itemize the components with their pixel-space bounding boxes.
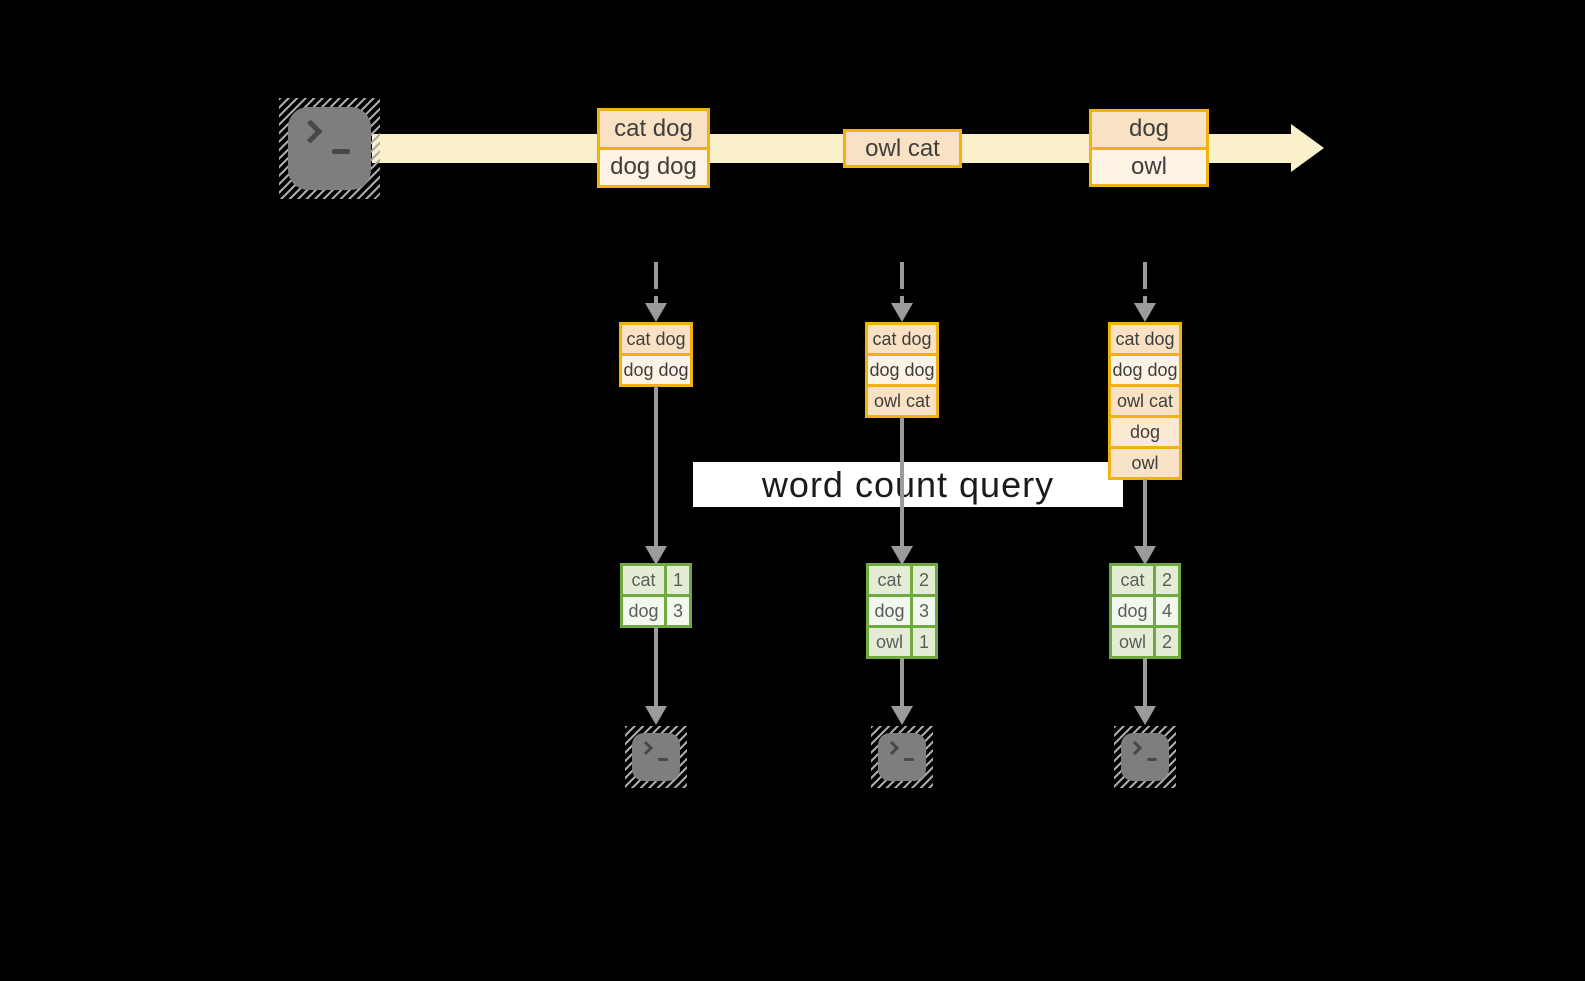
word-cell: cat	[1112, 566, 1153, 594]
stream-event-line: owl	[1092, 146, 1206, 184]
word-cell: cat	[623, 566, 664, 594]
word-cell: owl	[1112, 628, 1153, 656]
arrow-down-icon	[645, 546, 667, 565]
state-line: cat dog	[622, 325, 690, 353]
word-cell: owl	[869, 628, 910, 656]
count-cell: 2	[1153, 628, 1178, 656]
arrow-down-icon	[645, 303, 667, 322]
arrow-down-icon	[891, 303, 913, 322]
arrow-down-icon	[1134, 303, 1156, 322]
count-cell: 4	[1153, 597, 1178, 625]
state-line: owl cat	[868, 384, 936, 415]
state-line: dog	[1111, 415, 1179, 446]
arrow-shaft	[1143, 479, 1147, 547]
word-cell: dog	[869, 597, 910, 625]
prompt-chevron-icon	[638, 740, 654, 756]
word-cell: cat	[869, 566, 910, 594]
count-cell: 2	[1153, 566, 1178, 594]
sink-terminal-icon	[625, 726, 687, 788]
dashed-connector	[1143, 296, 1147, 308]
arrow-down-icon	[891, 706, 913, 725]
stream-event-line: cat dog	[600, 111, 707, 147]
stream-event-line: dog	[1092, 112, 1206, 147]
dashed-connector	[1143, 262, 1147, 289]
arrow-down-icon	[1134, 546, 1156, 565]
terminal-icon	[1121, 733, 1169, 781]
arrow-down-icon	[1134, 706, 1156, 725]
prompt-chevron-icon	[884, 740, 900, 756]
arrow-shaft	[654, 386, 658, 547]
arrow-shaft	[900, 417, 904, 547]
sink-terminal-icon	[1114, 726, 1176, 788]
query-banner: word count query	[693, 462, 1123, 507]
sink-terminal-icon	[871, 726, 933, 788]
stream-event-line: owl cat	[846, 132, 959, 165]
state-line: dog dog	[868, 353, 936, 384]
count-cell: 1	[910, 628, 935, 656]
arrow-shaft	[900, 658, 904, 706]
prompt-chevron-icon	[1127, 740, 1143, 756]
prompt-chevron-icon	[298, 119, 323, 144]
prompt-cursor-icon	[332, 149, 350, 154]
terminal-icon	[878, 733, 926, 781]
dashed-connector	[654, 296, 658, 308]
state-line: cat dog	[868, 325, 936, 353]
count-cell: 3	[910, 597, 935, 625]
stream-event-box: owl cat	[843, 129, 962, 168]
prompt-cursor-icon	[1147, 758, 1157, 761]
count-cell: 2	[910, 566, 935, 594]
state-line: owl cat	[1111, 384, 1179, 415]
dashed-connector	[900, 296, 904, 308]
source-terminal-icon	[279, 98, 380, 199]
arrow-shaft	[1143, 658, 1147, 706]
prompt-cursor-icon	[904, 758, 914, 761]
prompt-cursor-icon	[658, 758, 668, 761]
arrow-shaft	[654, 627, 658, 706]
word-cell: dog	[1112, 597, 1153, 625]
terminal-icon	[632, 733, 680, 781]
stream-arrow-head-icon	[1291, 124, 1324, 172]
word-cell: dog	[623, 597, 664, 625]
count-cell: 1	[664, 566, 689, 594]
state-line: owl	[1111, 446, 1179, 477]
state-line: dog dog	[1111, 353, 1179, 384]
state-line: cat dog	[1111, 325, 1179, 353]
arrow-down-icon	[645, 706, 667, 725]
query-label: word count query	[761, 463, 1055, 505]
state-line: dog dog	[622, 353, 690, 384]
terminal-icon	[288, 107, 371, 190]
stream-event-line: dog dog	[600, 146, 707, 185]
dashed-connector	[900, 262, 904, 289]
count-cell: 3	[664, 597, 689, 625]
dashed-connector	[654, 262, 658, 289]
arrow-down-icon	[891, 546, 913, 565]
